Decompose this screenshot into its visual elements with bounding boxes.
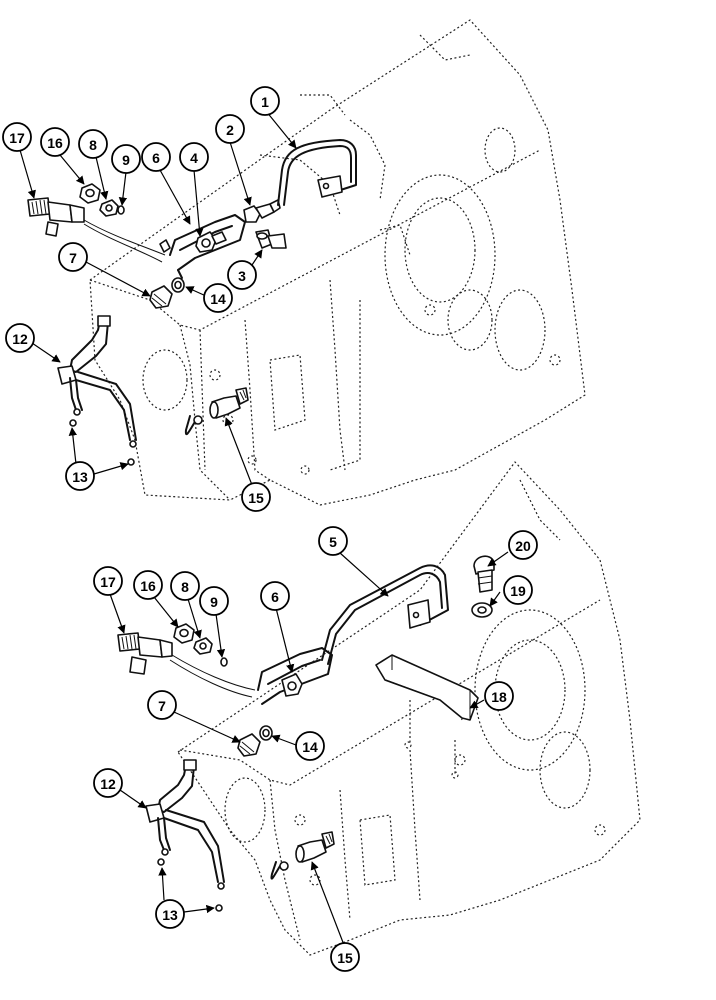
svg-text:14: 14 — [302, 739, 318, 755]
svg-text:4: 4 — [190, 150, 198, 166]
svg-text:16: 16 — [47, 135, 63, 151]
upper-tee-fitting-17 — [27, 197, 85, 237]
lower-assembly — [117, 461, 641, 956]
callout-upper-2: 2 — [215, 114, 245, 144]
callout-upper-13: 13 — [65, 461, 95, 491]
upper-o-ring-9 — [117, 205, 125, 215]
upper-union-4 — [195, 231, 227, 253]
svg-text:9: 9 — [210, 594, 218, 610]
callout-upper-12: 12 — [5, 323, 35, 353]
callout-upper-3: 3 — [227, 260, 257, 290]
lower-washer-14 — [259, 725, 273, 741]
svg-text:9: 9 — [122, 152, 130, 168]
upper-switch-15 — [184, 387, 249, 436]
callout-upper-1: 1 — [250, 86, 280, 116]
callout-lower-20: 20 — [508, 530, 538, 560]
lower-o-ring-13a — [157, 858, 165, 866]
svg-text:12: 12 — [100, 776, 116, 792]
lower-tee-fitting-17 — [117, 632, 173, 675]
leader-lines — [19, 110, 509, 946]
upper-assembly — [27, 19, 586, 506]
callout-upper-6: 6 — [141, 142, 171, 172]
svg-text:8: 8 — [89, 137, 97, 153]
svg-text:8: 8 — [181, 579, 189, 595]
svg-text:2: 2 — [226, 122, 234, 138]
svg-text:5: 5 — [329, 534, 337, 550]
lower-pipe-5 — [321, 564, 449, 665]
callout-lower-17: 17 — [93, 566, 123, 596]
lower-o-ring-9 — [220, 657, 228, 667]
upper-o-ring-13b — [127, 458, 135, 466]
lower-nut-16 — [173, 623, 195, 644]
callout-lower-8: 8 — [170, 571, 200, 601]
svg-text:7: 7 — [69, 250, 77, 266]
lower-transmission-housing — [177, 461, 641, 956]
callout-upper-17: 17 — [2, 122, 32, 152]
svg-text:17: 17 — [100, 574, 116, 590]
upper-elbow-3 — [255, 229, 287, 249]
svg-text:3: 3 — [238, 268, 246, 284]
upper-nut-16 — [79, 183, 101, 204]
callout-lower-13: 13 — [155, 899, 185, 929]
svg-text:17: 17 — [9, 130, 25, 146]
svg-text:16: 16 — [140, 578, 156, 594]
svg-text:13: 13 — [72, 469, 88, 485]
callout-upper-4: 4 — [179, 142, 209, 172]
upper-sleeve-8 — [99, 199, 119, 217]
lower-pipe-assembly-6 — [257, 647, 333, 705]
svg-text:15: 15 — [248, 490, 264, 506]
upper-hose-line — [83, 219, 166, 256]
upper-adapter-7 — [149, 285, 173, 309]
upper-o-ring-13a — [69, 419, 77, 427]
callout-lower-16: 16 — [133, 570, 163, 600]
lower-bolt-20 — [473, 555, 495, 593]
callout-lower-12: 12 — [93, 768, 123, 798]
lower-hose-line — [171, 654, 256, 691]
svg-text:13: 13 — [162, 907, 178, 923]
svg-text:14: 14 — [210, 291, 226, 307]
callout-lower-6: 6 — [260, 581, 290, 611]
callout-lower-7: 7 — [147, 690, 177, 720]
svg-text:6: 6 — [152, 150, 160, 166]
callout-upper-8: 8 — [78, 129, 108, 159]
lower-switch-15 — [270, 831, 335, 880]
svg-text:20: 20 — [515, 538, 531, 554]
lower-hose-line-2 — [169, 659, 253, 698]
svg-text:6: 6 — [271, 589, 279, 605]
lower-bracket-18 — [375, 654, 479, 721]
callout-lower-18: 18 — [484, 681, 514, 711]
lower-callouts: 17 16 8 9 6 5 20 19 18 7 14 12 13 15 — [93, 526, 538, 972]
upper-elbow-2 — [243, 199, 281, 223]
svg-text:18: 18 — [491, 689, 507, 705]
svg-text:7: 7 — [158, 698, 166, 714]
upper-pipe-assembly-12 — [57, 315, 137, 448]
callout-upper-15: 15 — [241, 482, 271, 512]
svg-text:15: 15 — [337, 950, 353, 966]
upper-hose-line-2 — [83, 223, 163, 263]
callout-lower-14: 14 — [295, 731, 325, 761]
lower-pipe-assembly-12 — [145, 759, 225, 890]
callout-upper-7: 7 — [58, 242, 88, 272]
upper-pipe-assembly-6 — [159, 214, 246, 279]
lower-washer-19 — [471, 602, 493, 618]
upper-washer-14 — [171, 277, 185, 293]
callout-upper-14: 14 — [203, 283, 233, 313]
svg-text:1: 1 — [261, 94, 269, 110]
callout-lower-5: 5 — [318, 526, 348, 556]
callout-lower-15: 15 — [330, 942, 360, 972]
upper-callouts: 17 16 8 9 6 4 2 1 3 7 14 12 13 15 — [2, 86, 280, 512]
callout-lower-9: 9 — [199, 586, 229, 616]
lower-sleeve-8 — [193, 637, 213, 655]
svg-text:12: 12 — [12, 331, 28, 347]
callout-upper-16: 16 — [40, 127, 70, 157]
upper-pipe-1 — [277, 139, 357, 206]
svg-text:19: 19 — [510, 583, 526, 599]
callout-upper-9: 9 — [111, 144, 141, 174]
upper-transmission-housing — [89, 19, 586, 506]
lower-adapter-7 — [237, 733, 261, 757]
lower-o-ring-13b — [215, 904, 223, 912]
callout-lower-19: 19 — [503, 575, 533, 605]
